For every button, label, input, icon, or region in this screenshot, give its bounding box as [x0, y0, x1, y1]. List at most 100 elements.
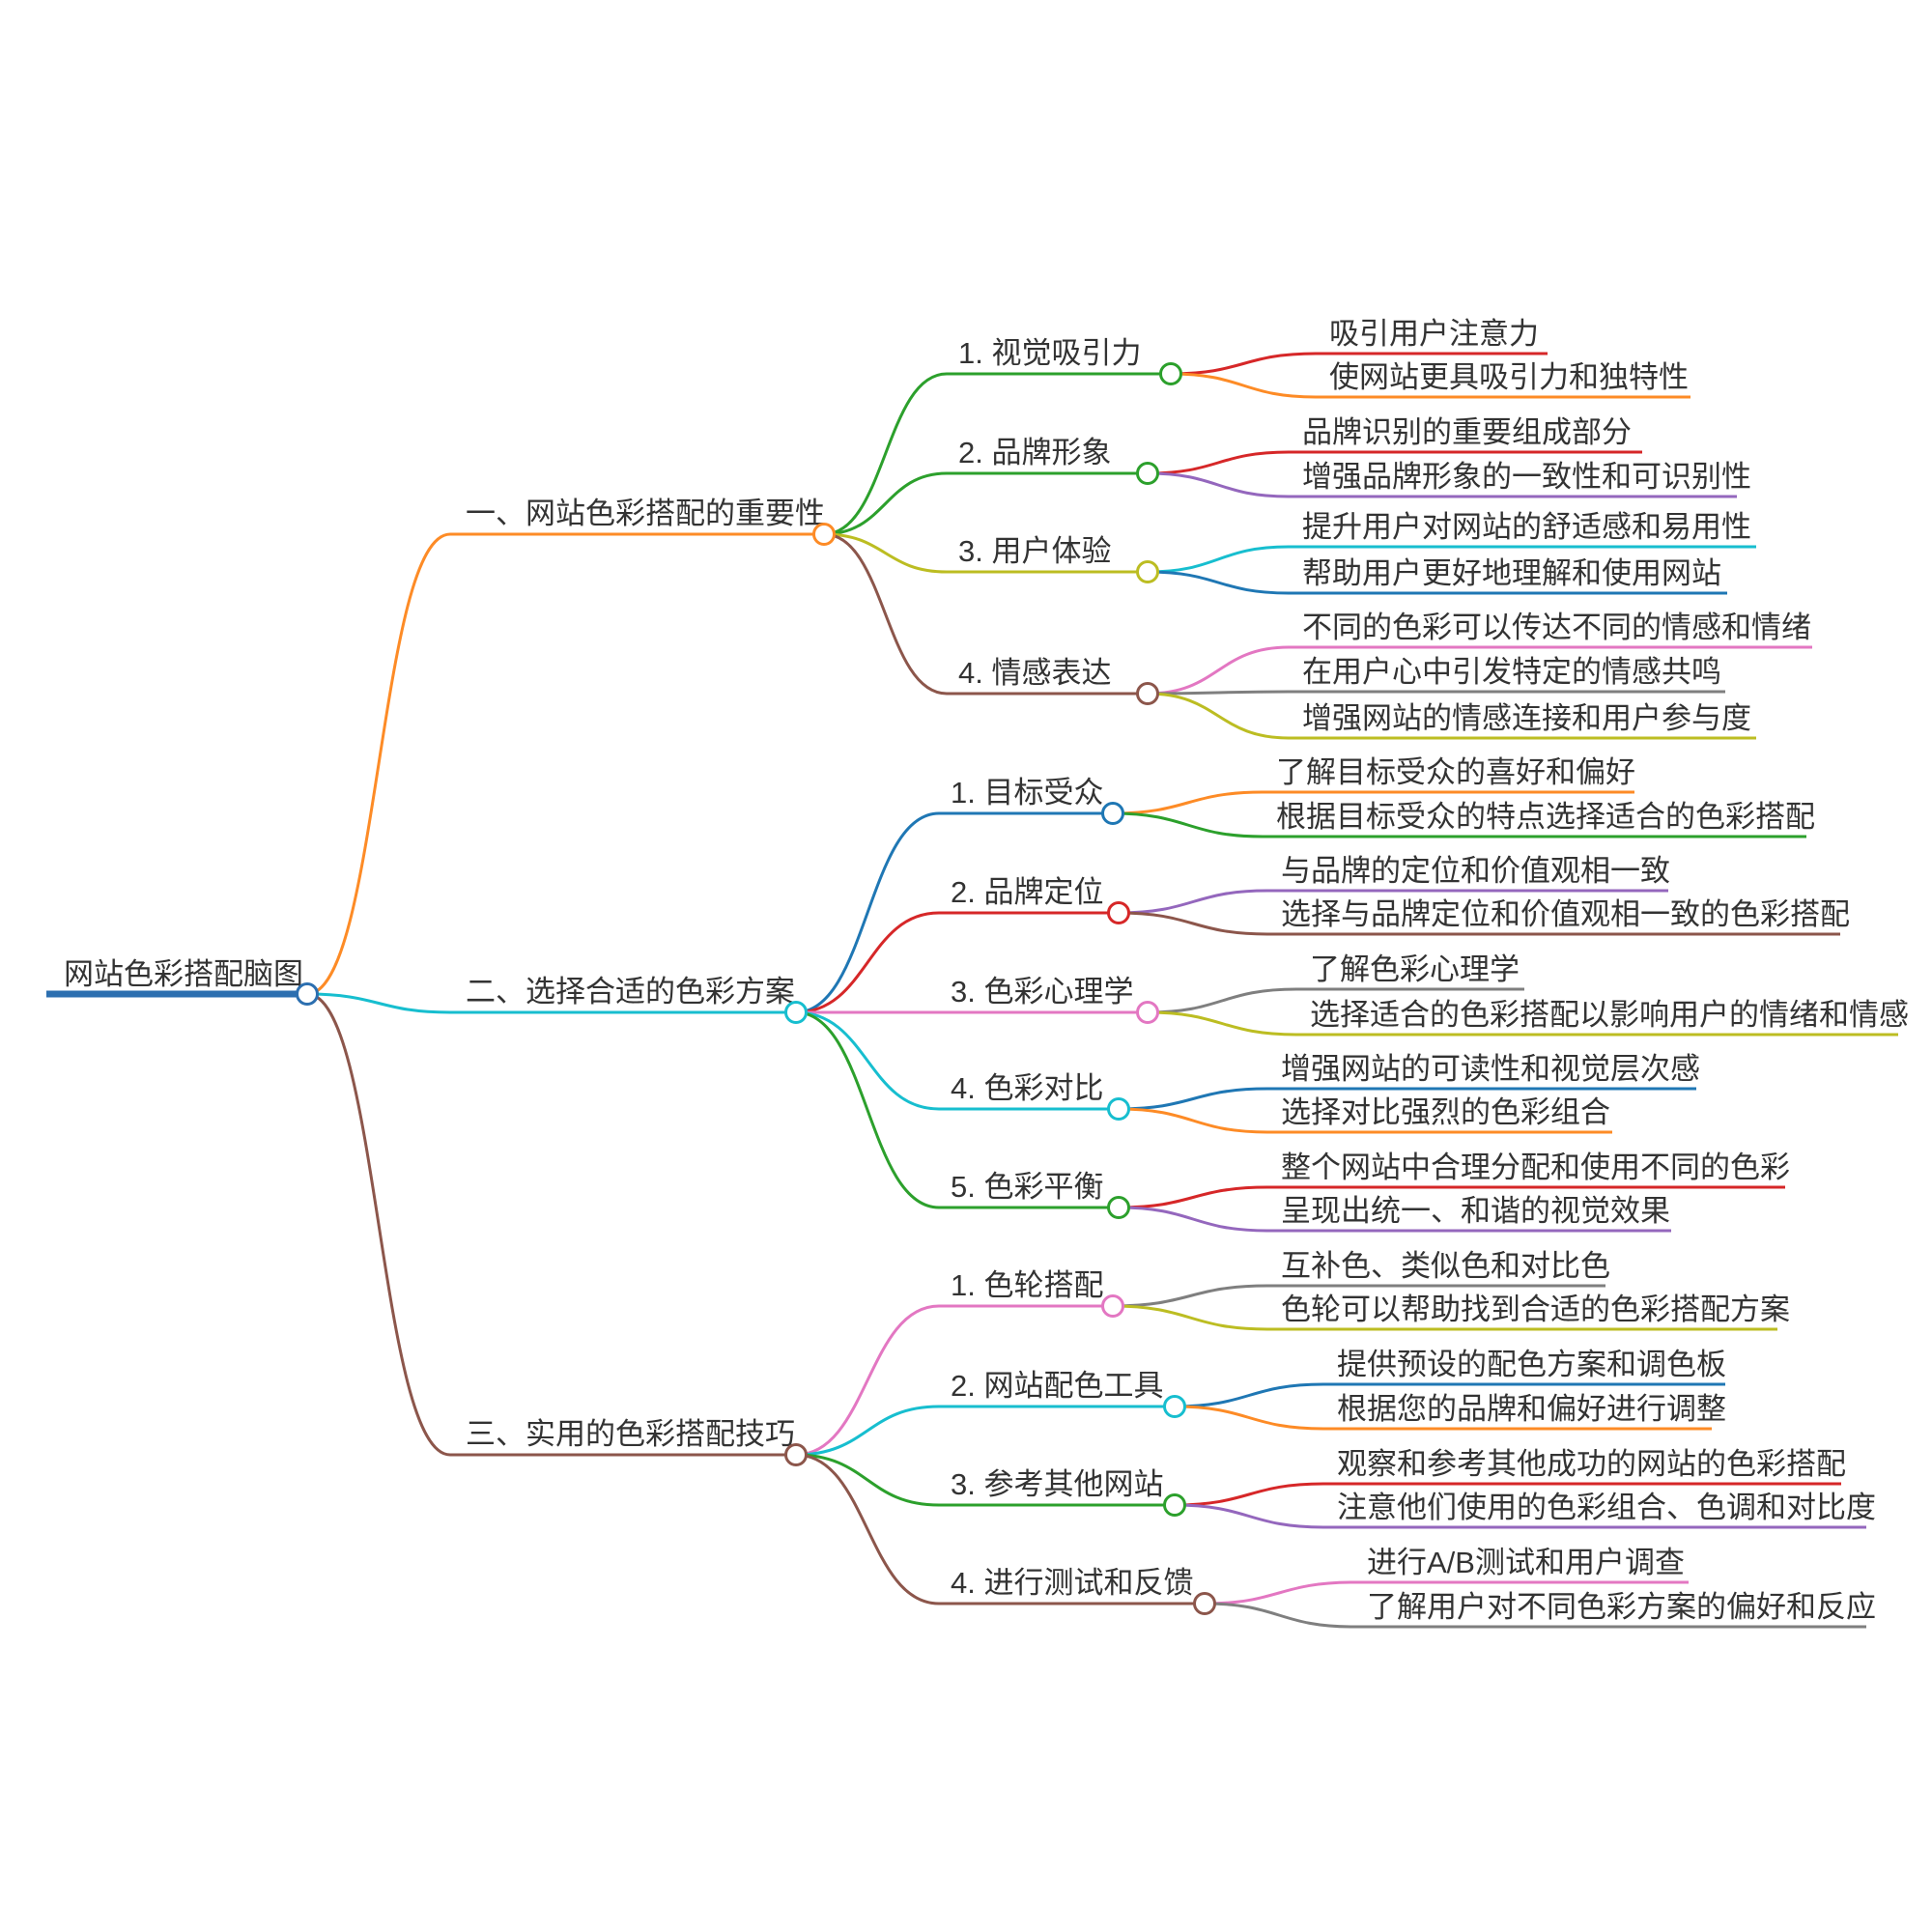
topic-label: 2. 网站配色工具	[951, 1369, 1163, 1403]
leaf-label: 观察和参考其他成功的网站的色彩搭配	[1337, 1447, 1846, 1481]
leaf-connector	[1147, 690, 1290, 696]
leaf-connector	[1170, 352, 1317, 376]
branch-node-circle[interactable]	[812, 523, 836, 546]
branch-node-circle[interactable]	[784, 1443, 808, 1466]
leaf-connector	[1174, 1405, 1324, 1431]
leaf-connector	[1204, 1580, 1354, 1605]
leaf-label: 选择对比强烈的色彩组合	[1281, 1095, 1610, 1129]
leaf-label: 增强品牌形象的一致性和可识别性	[1302, 460, 1751, 494]
leaf-connector	[1147, 545, 1290, 574]
branch-label: 三、实用的色彩搭配技巧	[466, 1417, 795, 1451]
topic-node-circle[interactable]	[1163, 1395, 1186, 1418]
leaf-connector	[1147, 987, 1297, 1014]
topic-node-circle[interactable]	[1193, 1592, 1216, 1615]
topic-label: 5. 色彩平衡	[951, 1170, 1103, 1204]
leaf-connector	[1147, 692, 1290, 740]
leaf-label: 吸引用户注意力	[1329, 317, 1539, 351]
leaf-connector	[1147, 645, 1290, 696]
leaf-connector	[1118, 1107, 1268, 1134]
leaf-connector	[1112, 1304, 1268, 1331]
leaf-label: 进行A/B测试和用户调查	[1367, 1546, 1685, 1579]
topic-label: 1. 视觉吸引力	[958, 336, 1141, 370]
topic-node-circle[interactable]	[1107, 901, 1130, 924]
leaf-label: 色轮可以帮助找到合适的色彩搭配方案	[1281, 1293, 1790, 1326]
leaf-connector	[1118, 1206, 1268, 1233]
topic-node-circle[interactable]	[1107, 1196, 1130, 1219]
leaf-connector	[1112, 1284, 1268, 1308]
leaf-label: 与品牌的定位和价值观相一致	[1281, 854, 1670, 888]
topic-label: 3. 色彩心理学	[951, 975, 1133, 1009]
branch-connector	[306, 992, 451, 1457]
topic-label: 4. 情感表达	[958, 656, 1111, 690]
topic-connector	[823, 532, 948, 696]
topic-node-circle[interactable]	[1163, 1493, 1186, 1517]
topic-node-circle[interactable]	[1107, 1097, 1130, 1121]
leaf-label: 品牌识别的重要组成部分	[1302, 415, 1632, 449]
leaf-connector	[1174, 1503, 1324, 1529]
leaf-label: 注意他们使用的色彩组合、色调和对比度	[1337, 1491, 1876, 1524]
topic-node-circle[interactable]	[1159, 362, 1182, 385]
leaf-connector	[1174, 1382, 1324, 1408]
leaf-label: 提升用户对网站的舒适感和易用性	[1302, 510, 1751, 544]
root-node-label: 网站色彩搭配脑图	[64, 957, 303, 991]
leaf-label: 在用户心中引发特定的情感共鸣	[1302, 655, 1721, 689]
leaf-connector	[1170, 372, 1317, 399]
branch-node-circle[interactable]	[784, 1001, 808, 1024]
leaf-label: 了解用户对不同色彩方案的偏好和反应	[1367, 1590, 1876, 1624]
leaf-label: 选择适合的色彩搭配以影响用户的情绪和情感	[1310, 998, 1909, 1032]
topic-node-circle[interactable]	[1136, 560, 1159, 583]
underline-layer	[46, 352, 1898, 1629]
leaf-label: 互补色、类似色和对比色	[1281, 1249, 1610, 1283]
topic-label: 1. 目标受众	[951, 776, 1103, 810]
leaf-connector	[1118, 889, 1268, 915]
topic-connector	[823, 532, 948, 574]
topic-node-circle[interactable]	[1101, 1294, 1124, 1318]
leaf-connector	[1147, 570, 1290, 595]
leaf-connector	[1204, 1602, 1354, 1629]
topic-connector	[823, 471, 948, 536]
node-layer	[296, 362, 1216, 1615]
topic-label: 2. 品牌形象	[958, 436, 1111, 469]
leaf-connector	[1112, 811, 1264, 838]
topic-label: 1. 色轮搭配	[951, 1268, 1103, 1302]
topic-label: 3. 用户体验	[958, 534, 1111, 568]
topic-label: 2. 品牌定位	[951, 875, 1103, 909]
root-node-circle[interactable]	[296, 982, 319, 1006]
topic-connector	[795, 911, 940, 1014]
leaf-label: 整个网站中合理分配和使用不同的色彩	[1281, 1151, 1790, 1184]
topic-connector	[795, 1304, 940, 1457]
topic-connector	[795, 1010, 940, 1209]
leaf-connector	[1147, 471, 1290, 498]
leaf-connector	[1118, 1185, 1268, 1209]
branch-connector	[306, 992, 451, 1014]
topic-connector	[795, 1405, 940, 1457]
leaf-label: 根据您的品牌和偏好进行调整	[1337, 1392, 1726, 1426]
leaf-connector	[1147, 450, 1290, 475]
leaf-label: 不同的色彩可以传达不同的情感和情绪	[1302, 611, 1811, 644]
topic-node-circle[interactable]	[1136, 462, 1159, 485]
topic-label: 4. 色彩对比	[951, 1071, 1103, 1105]
leaf-label: 根据目标受众的特点选择适合的色彩搭配	[1276, 800, 1815, 834]
leaf-label: 呈现出统一、和谐的视觉效果	[1281, 1194, 1670, 1228]
leaf-connector	[1174, 1482, 1324, 1507]
leaf-connector	[1147, 1010, 1297, 1037]
topic-connector	[795, 811, 940, 1014]
branch-label: 二、选择合适的色彩方案	[466, 975, 795, 1009]
topic-label: 3. 参考其他网站	[951, 1467, 1163, 1501]
leaf-label: 了解目标受众的喜好和偏好	[1276, 755, 1635, 789]
leaf-label: 了解色彩心理学	[1310, 952, 1520, 986]
leaf-label: 提供预设的配色方案和调色板	[1337, 1348, 1726, 1381]
topic-connector	[795, 1453, 940, 1507]
topic-node-circle[interactable]	[1101, 802, 1124, 825]
topic-node-circle[interactable]	[1136, 1001, 1159, 1024]
topic-connector	[795, 1453, 940, 1605]
connector-layer	[306, 352, 1354, 1629]
branch-connector	[306, 532, 451, 996]
topic-connector	[823, 372, 948, 536]
topic-node-circle[interactable]	[1136, 682, 1159, 705]
leaf-label: 增强网站的情感连接和用户参与度	[1302, 701, 1751, 735]
leaf-connector	[1118, 1087, 1268, 1111]
leaf-connector	[1118, 911, 1268, 936]
